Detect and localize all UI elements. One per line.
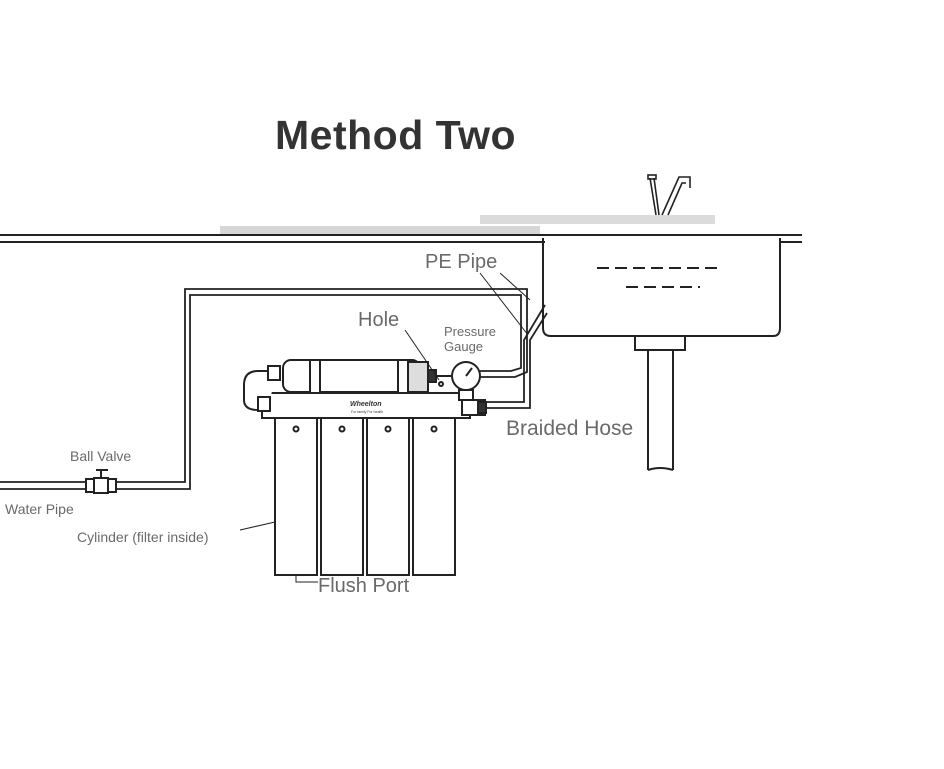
label-gauge: Gauge: [444, 339, 484, 354]
label-cylinder: Cylinder (filter inside): [77, 529, 209, 545]
filter-cylinders: [274, 417, 456, 576]
manifold: [243, 365, 471, 419]
label-pe-pipe: PE Pipe: [425, 251, 498, 273]
faucet: [480, 174, 715, 224]
label-ball-valve: Ball Valve: [70, 448, 132, 464]
label-water-pipe: Water Pipe: [5, 501, 74, 517]
pressure-gauge: [451, 361, 487, 416]
braided-hose: [485, 304, 548, 409]
diagram-title: Method Two: [275, 112, 517, 158]
brand-logo: Wheelton: [350, 401, 382, 408]
filter-housing: [282, 359, 451, 394]
leader-lines: [239, 272, 531, 583]
label-hole: Hole: [358, 309, 400, 331]
ball-valve: [85, 469, 117, 494]
pe-pipe: [0, 288, 528, 490]
sink: [535, 234, 790, 471]
label-braided-hose: Braided Hose: [506, 417, 634, 440]
countertop: [0, 226, 802, 243]
label-pressure: Pressure: [444, 324, 497, 339]
label-flush-port: Flush Port: [318, 575, 410, 597]
brand-slogan: For family For health: [351, 410, 384, 414]
